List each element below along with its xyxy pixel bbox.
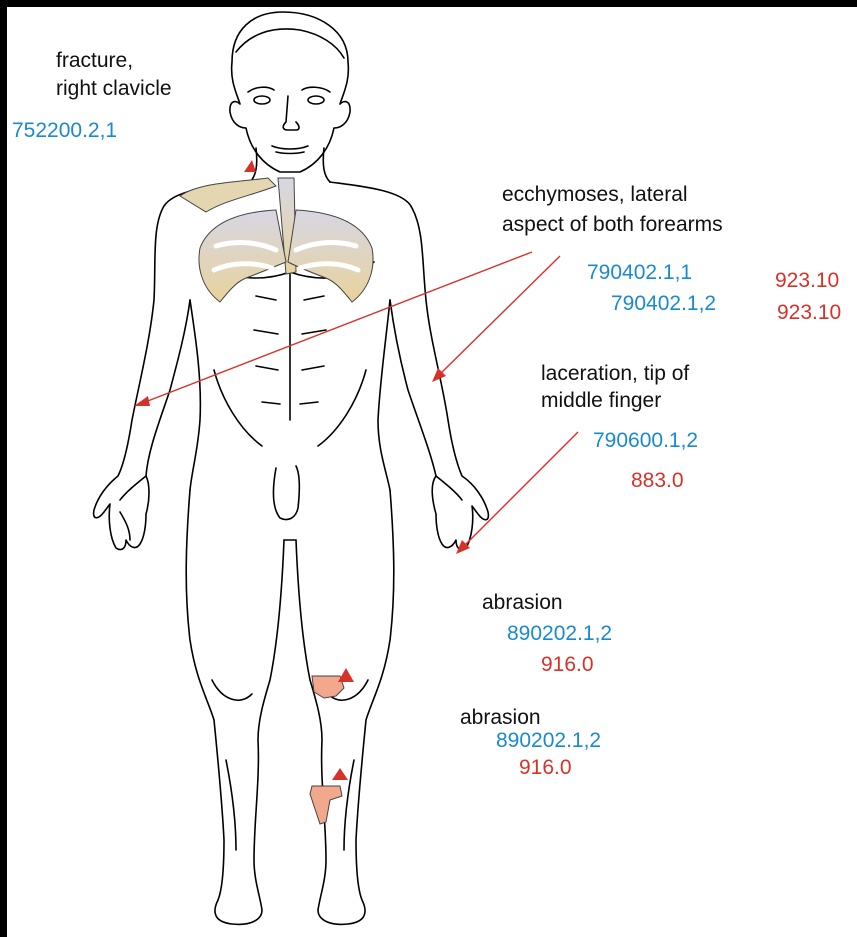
shin-arrow — [332, 768, 348, 780]
left-leg-outline — [186, 490, 284, 924]
shin-abrasion-patch — [310, 786, 342, 824]
right-leg-outline — [296, 490, 394, 924]
clavicle-ais-code: 752200.2,1 — [12, 118, 117, 144]
knee-label: abrasion — [482, 590, 563, 616]
clavicle-arrow — [244, 160, 256, 172]
clavicle-label-line-2: right clavicle — [56, 76, 172, 102]
finger-label-line-2: middle finger — [541, 388, 661, 414]
forearms-ais-code-1: 790402.1,1 — [587, 260, 692, 286]
shin-ais-code: 890202.1,2 — [496, 728, 601, 754]
forearms-icd-code-2: 923.10 — [777, 300, 841, 326]
clavicle-label-line-1: fracture, — [56, 48, 133, 74]
forearms-label-line-2: aspect of both forearms — [502, 212, 723, 238]
finger-ais-code: 790600.1,2 — [593, 428, 698, 454]
knee-ais-code: 890202.1,2 — [507, 621, 612, 647]
rib-cage-icon — [180, 178, 373, 302]
forearms-icd-code-1: 923.10 — [775, 268, 839, 294]
knee-abrasion-patch — [312, 676, 344, 698]
right-forearm-arrow-line — [438, 256, 560, 376]
knee-arrow — [338, 668, 354, 682]
knee-icd-code: 916.0 — [541, 652, 594, 678]
finger-label-line-1: laceration, tip of — [541, 361, 689, 387]
finger-arrow-line — [462, 432, 578, 548]
forearms-ais-code-2: 790402.1,2 — [611, 291, 716, 317]
shin-icd-code: 916.0 — [519, 755, 572, 781]
forearms-label-line-1: ecchymoses, lateral — [502, 182, 688, 208]
finger-icd-code: 883.0 — [631, 468, 684, 494]
